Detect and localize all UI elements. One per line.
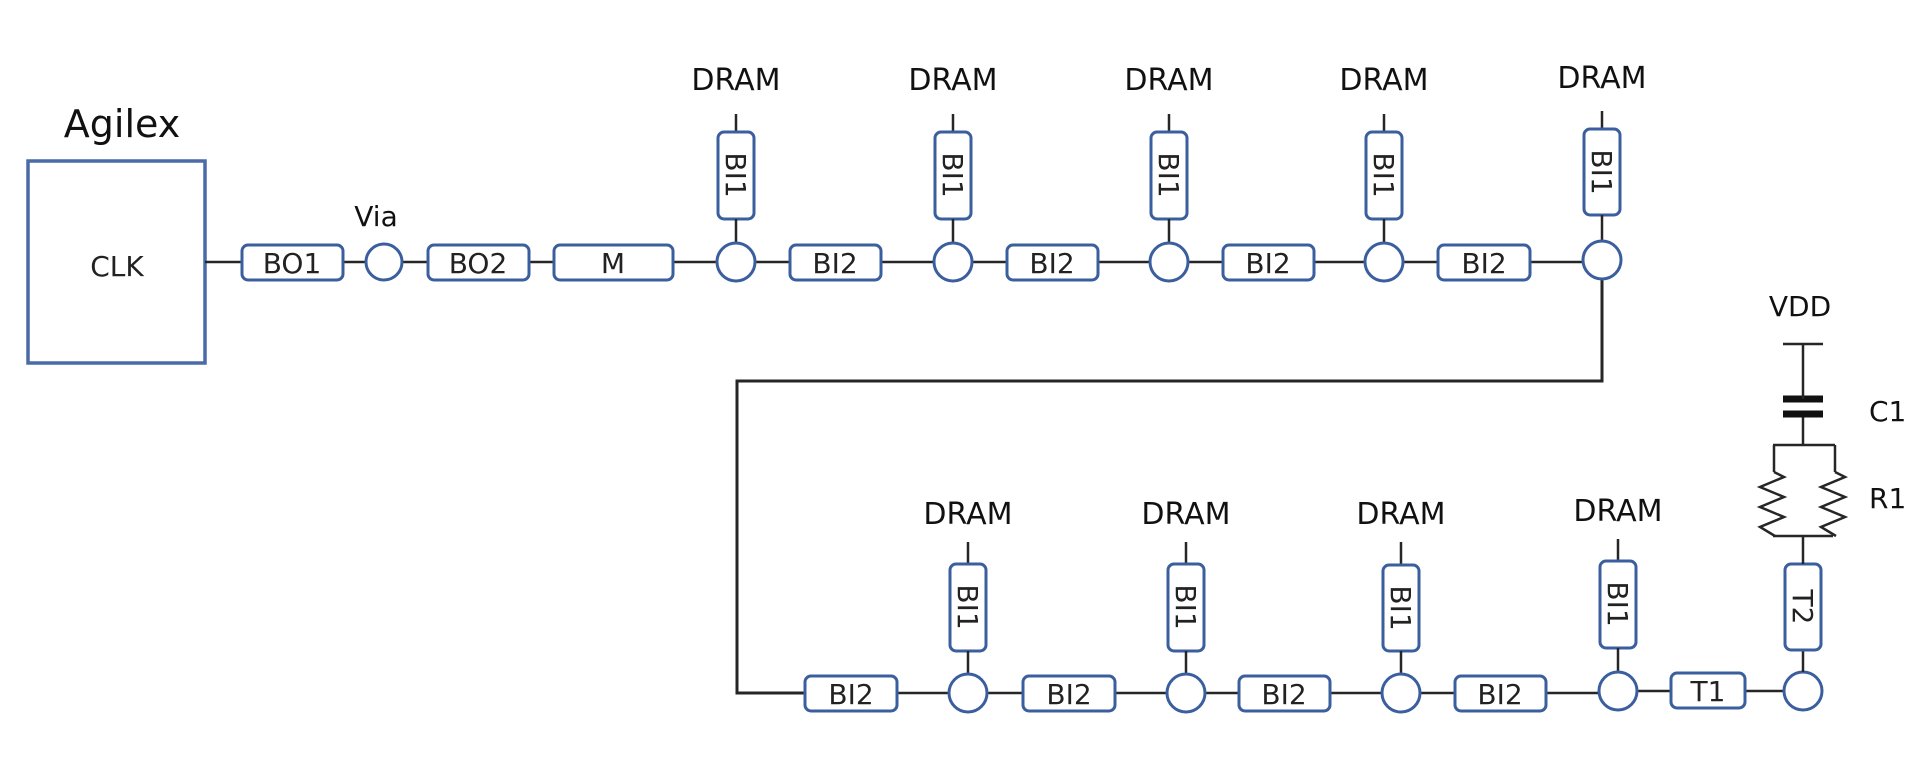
- junction-node: [932, 241, 974, 283]
- bottom-bi2-segment-1: BI2: [803, 674, 899, 713]
- vdd-label: VDD: [1769, 290, 1831, 323]
- bottom-dram-stub-1: DRAM BI1: [923, 497, 1013, 714]
- dram-label: DRAM: [923, 497, 1012, 532]
- bi1-label: BI1: [1367, 152, 1400, 197]
- bi1-label: BI1: [1585, 149, 1618, 194]
- dram-label: DRAM: [691, 63, 780, 98]
- bottom-dram-stub-4: DRAM BI1: [1573, 494, 1663, 712]
- top-dram-stub-2: DRAM BI1: [908, 63, 998, 283]
- junction-node: [947, 672, 989, 714]
- capacitor-icon: [1783, 344, 1823, 445]
- junction-node: [1363, 241, 1405, 283]
- termination-node: [1782, 670, 1824, 712]
- r1-label: R1: [1869, 482, 1906, 515]
- series-bo1: BO1: [240, 243, 345, 282]
- t2-label: T2: [1786, 589, 1819, 625]
- junction-node: [1148, 241, 1190, 283]
- return-wire: [735, 279, 1604, 695]
- top-dram-stub-1: DRAM BI1: [691, 63, 781, 283]
- bi1-label: BI1: [1384, 585, 1417, 630]
- junction-node: [715, 241, 757, 283]
- dram-label: DRAM: [1124, 63, 1213, 98]
- bo1-label: BO1: [263, 247, 322, 280]
- segment-label: BI2: [812, 247, 857, 280]
- bi1-label: BI1: [719, 152, 752, 197]
- dram-label: DRAM: [1339, 63, 1428, 98]
- bo2-label: BO2: [449, 247, 508, 280]
- bi1-label: BI1: [1152, 152, 1185, 197]
- segment-label: BI2: [1046, 678, 1091, 711]
- segment-label: BI2: [1477, 678, 1522, 711]
- top-dram-stub-5: DRAM BI1: [1557, 61, 1647, 281]
- dram-label: DRAM: [1557, 61, 1646, 96]
- top-bi2-segment-3: BI2: [1221, 243, 1316, 282]
- termination-network: T2 R1 C1 VDD: [1756, 290, 1906, 712]
- bottom-t1-segment: T1: [1669, 671, 1747, 710]
- clk-source-block: [26, 159, 207, 365]
- segment-label: BI2: [1261, 678, 1306, 711]
- resistor-icon: [1756, 443, 1849, 538]
- bottom-bi2-segment-2: BI2: [1021, 674, 1117, 713]
- top-bi2-segment-1: BI2: [788, 243, 883, 282]
- junction-node: [1581, 239, 1623, 281]
- bi1-label: BI1: [936, 152, 969, 197]
- m-label: M: [601, 247, 625, 280]
- segment-label: BI2: [1245, 247, 1290, 280]
- dram-label: DRAM: [1573, 494, 1662, 529]
- bottom-dram-stub-3: DRAM BI1: [1356, 497, 1446, 714]
- segment-label: BI2: [1029, 247, 1074, 280]
- dram-label: DRAM: [1356, 497, 1445, 532]
- bottom-trunk-wires: [897, 689, 1784, 695]
- top-dram-stub-3: DRAM BI1: [1124, 63, 1214, 283]
- top-bi2-segment-2: BI2: [1005, 243, 1100, 282]
- device-label: Agilex: [64, 102, 180, 146]
- bi1-label: BI1: [951, 584, 984, 629]
- series-bo2: BO2: [426, 243, 531, 282]
- dram-label: DRAM: [908, 63, 997, 98]
- via-node: [364, 242, 404, 282]
- bottom-bi2-segment-4: BI2: [1453, 674, 1548, 713]
- top-bi2-segment-4: BI2: [1436, 243, 1532, 282]
- bi1-label: BI1: [1601, 581, 1634, 626]
- bottom-dram-stub-2: DRAM BI1: [1141, 497, 1231, 714]
- junction-node: [1380, 672, 1422, 714]
- segment-label: BI2: [828, 678, 873, 711]
- dram-label: DRAM: [1141, 497, 1230, 532]
- junction-node: [1597, 670, 1639, 712]
- c1-label: C1: [1869, 395, 1906, 428]
- junction-node: [1165, 672, 1207, 714]
- segment-label: BI2: [1461, 247, 1506, 280]
- t1-label: T1: [1690, 675, 1726, 708]
- bi1-label: BI1: [1169, 584, 1202, 629]
- series-m: M: [552, 243, 675, 282]
- clk-block-label: CLK: [90, 250, 144, 283]
- top-dram-stub-4: DRAM BI1: [1339, 63, 1429, 283]
- via-label: Via: [354, 200, 397, 233]
- bottom-bi2-segment-3: BI2: [1237, 674, 1332, 713]
